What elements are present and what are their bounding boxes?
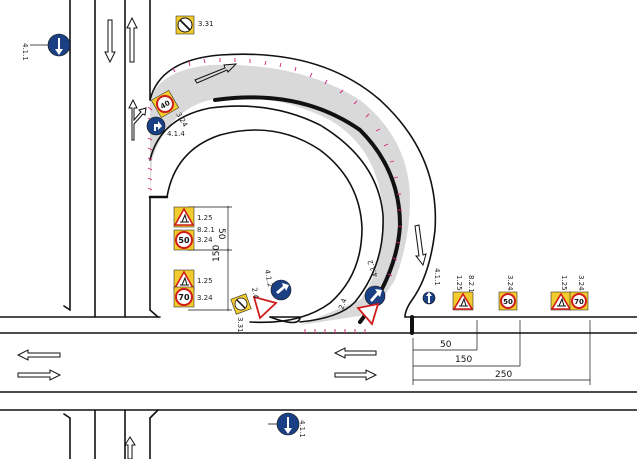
- roadworks-icon: [180, 276, 189, 286]
- sign-code: 4.1.1: [433, 268, 441, 286]
- sign-yield-ramp: 2.4: [337, 297, 380, 326]
- arrow-up-icon: [126, 16, 138, 63]
- arrow-ramp-down-icon: [414, 224, 427, 267]
- dimension-horizontal-50: 50: [440, 340, 452, 350]
- arrow-left-icon: [16, 349, 61, 361]
- plate-code: 8.2.1: [197, 226, 215, 234]
- speed-limit-value: 70: [178, 293, 190, 302]
- sign-code: 3.31: [198, 20, 214, 28]
- side-road: [63, 0, 169, 318]
- sign-group-roadworks-70: 1.25 70 3.24: [173, 269, 213, 308]
- sign-code: 3.24: [577, 275, 585, 291]
- speed-limit-value: 50: [178, 236, 190, 245]
- bottom-side-road: [63, 409, 159, 459]
- sign-code: 3.24: [197, 236, 213, 244]
- svg-text:40: 40: [159, 99, 172, 111]
- sign-code: 1.25: [197, 214, 213, 222]
- sign-end-of-restrictions-bottom: 3.31: [230, 293, 252, 333]
- arrow-down-icon: [55, 38, 63, 55]
- sign-speed-limit-70-right: 70 3.24: [569, 275, 589, 311]
- plate-code: 8.2.1: [467, 275, 475, 293]
- lane-arrows: [16, 16, 427, 459]
- dimension-horizontal-150: 150: [455, 355, 472, 365]
- arrow-up-icon: [426, 292, 432, 303]
- sign-code: 3.31: [236, 317, 244, 333]
- sign-roadworks-right-2: 1.25: [550, 275, 572, 311]
- sign-go-straight-right: 4.1.1: [422, 268, 441, 305]
- sign-code: 4.1.4: [167, 130, 185, 138]
- sign-code: 3.24: [174, 111, 189, 129]
- work-zone-shading: [150, 64, 410, 325]
- arrow-turn-right-icon: [276, 283, 289, 294]
- sign-code: 1.25: [560, 275, 568, 291]
- sign-end-of-restrictions: 3.31: [175, 15, 214, 35]
- sign-code: 2.4: [250, 287, 260, 300]
- sign-speed-limit-50-right: 50 3.24: [498, 275, 518, 311]
- arrow-down-icon: [104, 19, 116, 64]
- main-road: [0, 316, 637, 411]
- sign-yield: 2.4: [250, 287, 278, 320]
- roadworks-icon: [557, 297, 566, 307]
- arrow-up-icon: [124, 436, 136, 459]
- sign-go-straight-bottom: 4.1.1: [268, 412, 306, 438]
- dimension-lines: [188, 205, 591, 385]
- sign-code: 1.25: [455, 275, 463, 291]
- dimension-horizontal-250: 250: [495, 370, 512, 380]
- sign-code: 4.1.1: [21, 43, 29, 61]
- roadworks-icon: [180, 213, 189, 223]
- arrow-straight-left-icon: [128, 98, 147, 141]
- sign-code: 3.24: [197, 294, 213, 302]
- arrow-left-icon: [333, 347, 377, 359]
- sign-code: 4.1.2: [263, 269, 274, 288]
- sign-code: 3.24: [506, 275, 514, 291]
- sign-turn-right-ramp: 4.1.2: [364, 259, 386, 307]
- sign-turn-right: 4.1.2: [263, 269, 292, 301]
- sign-go-straight: 4.1.1: [21, 33, 71, 61]
- sign-code: 1.25: [197, 277, 213, 285]
- sign-group-roadworks-50: 1.25 8.2.1 50 3.24: [173, 206, 215, 251]
- sign-speed-limit-curve: 40 3.24: [150, 89, 189, 129]
- dimension-vertical-150: 150: [212, 245, 222, 262]
- sign-code: 2.4: [337, 297, 349, 311]
- sign-roadworks-right: 1.25 8.2.1: [452, 275, 475, 311]
- speed-limit-value: 70: [574, 298, 584, 306]
- sign-turn-direction: 4.1.4: [146, 116, 185, 138]
- arrow-down-icon: [284, 417, 292, 434]
- speed-limit-value: 50: [503, 298, 513, 306]
- arrow-turn-right-icon: [370, 289, 382, 302]
- arrow-ramp-icon: [194, 63, 238, 84]
- sign-code: 4.1.1: [298, 420, 306, 438]
- dimension-vertical-50: 50: [216, 228, 226, 240]
- roadworks-icon: [459, 297, 468, 307]
- arrow-turn-icon: [154, 121, 162, 131]
- arrow-right-icon: [334, 369, 378, 381]
- arrow-right-icon: [17, 369, 62, 381]
